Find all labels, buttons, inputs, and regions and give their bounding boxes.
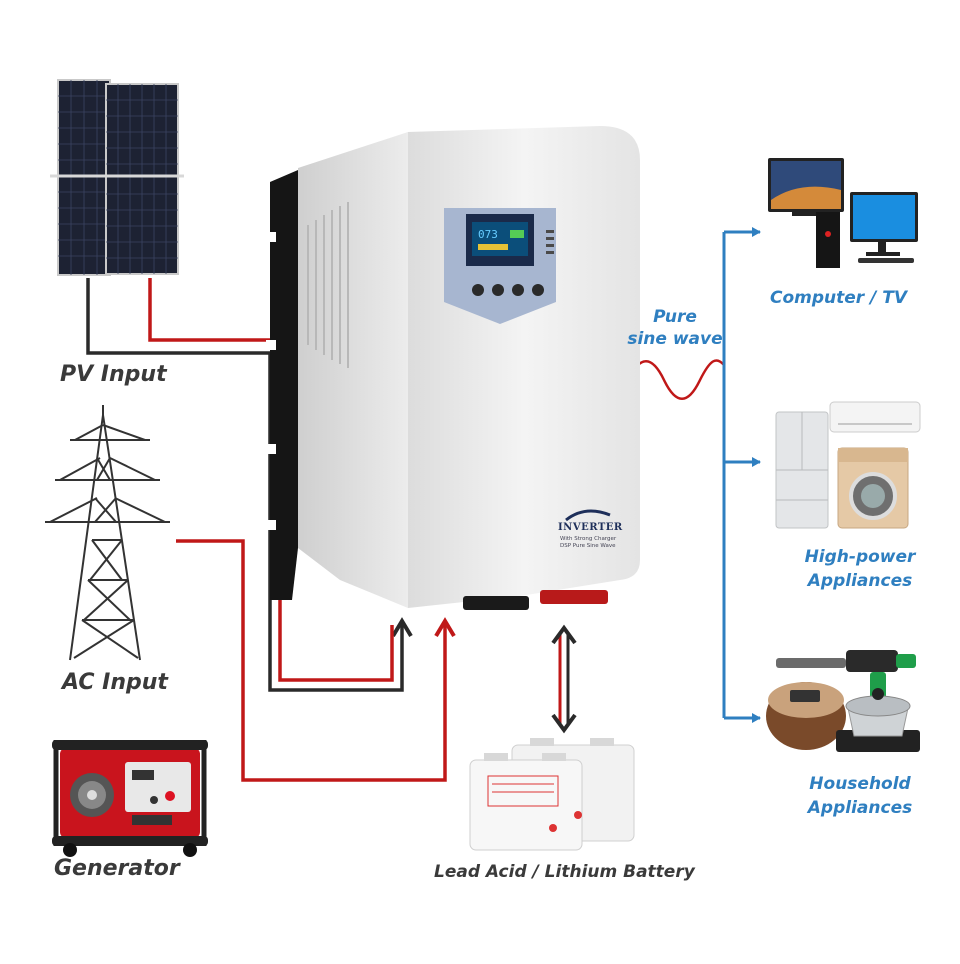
inverter-brand: INVERTER xyxy=(558,522,623,533)
sine-wave-label-line2: sine wave xyxy=(627,329,723,349)
high-power-appliances-label: High-power Appliances xyxy=(790,545,930,593)
battery-icon xyxy=(469,738,635,851)
high-power-label-line1: High-power xyxy=(804,547,916,567)
pure-sine-wave xyxy=(626,359,725,400)
solar-panel-icon xyxy=(50,79,184,276)
inverter-subtitle: With Strong Charger DSP Pure Sine Wave xyxy=(560,536,616,550)
fridge-washer-icon xyxy=(775,401,921,529)
inverter-subtitle-line2: DSP Pure Sine Wave xyxy=(560,543,616,549)
sine-wave-label: Pure sine wave xyxy=(626,306,724,350)
side-vents-icon xyxy=(307,202,349,368)
generator-label: Generator xyxy=(54,856,180,881)
ac-input-wire xyxy=(176,539,447,782)
household-appliances-label: Household Appliances xyxy=(790,772,930,820)
sine-wave-label-line1: Pure xyxy=(653,307,697,327)
computer-tv-icon xyxy=(768,158,918,268)
inverter-subtitle-line1: With Strong Charger xyxy=(560,536,617,542)
household-label-line2: Appliances xyxy=(807,798,913,818)
computer-tv-label: Computer / TV xyxy=(770,288,907,308)
battery-label: Lead Acid / Lithium Battery xyxy=(434,862,695,882)
high-power-label-line2: Appliances xyxy=(807,571,913,591)
pv-negative-wire-arrow xyxy=(391,617,413,638)
svg-text:073: 073 xyxy=(478,228,498,241)
inverter-unit: 073 xyxy=(266,126,640,610)
cooker-drill-icon xyxy=(766,650,920,752)
ac-input-label: AC Input xyxy=(62,670,168,695)
ac-input-wire-arrow xyxy=(434,617,456,638)
pv-input-label: PV Input xyxy=(60,362,167,387)
battery-bidirectional-arrow xyxy=(551,624,577,734)
output-distribution-lines xyxy=(722,227,761,723)
generator-icon xyxy=(52,740,208,857)
power-tower-icon xyxy=(45,405,170,661)
inverter-logo-icon xyxy=(565,509,611,522)
household-label-line1: Household xyxy=(809,774,911,794)
